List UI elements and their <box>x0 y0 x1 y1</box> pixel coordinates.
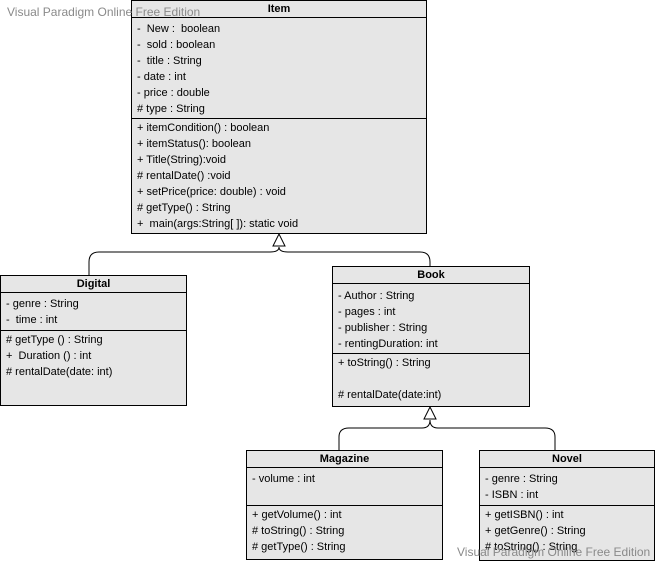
attribute: - price : double <box>137 87 210 99</box>
attributes-section: - genre : String - time : int <box>1 293 186 331</box>
operation: + setPrice(price: double) : void <box>137 186 286 198</box>
attribute: - volume : int <box>252 473 315 485</box>
attribute: - publisher : String <box>338 322 428 334</box>
class-name: Novel <box>480 451 654 468</box>
operation: + itemStatus(): boolean <box>137 138 252 150</box>
operation: + main(args:String[ ]): static void <box>137 218 299 230</box>
operation: # getType() : String <box>137 202 231 214</box>
operation: # getType () : String <box>6 334 103 346</box>
operation: # rentalDate(date:int) <box>338 389 442 401</box>
item-class[interactable]: Item - New : boolean - sold : boolean - … <box>131 0 427 234</box>
operation: + itemCondition() : boolean <box>137 122 270 134</box>
operation: + toString() : String <box>338 357 431 369</box>
watermark-bottom: Visual Paradigm Online Free Edition <box>457 545 651 559</box>
attribute: # type : String <box>137 103 205 115</box>
attribute: - ISBN : int <box>485 489 539 501</box>
digital-to-item-link <box>88 246 280 275</box>
digital-class[interactable]: Digital - genre : String - time : int # … <box>0 275 187 406</box>
operation: # rentalDate() :void <box>137 170 231 182</box>
operation: + Duration () : int <box>6 350 92 362</box>
book-to-item-link <box>278 246 431 266</box>
attribute: - sold : boolean <box>137 39 216 51</box>
class-name: Digital <box>1 276 186 293</box>
operations-section: + getVolume() : int # toString() : Strin… <box>247 506 442 555</box>
operation: # getType() : String <box>252 541 346 553</box>
attributes-section: - Author : String - pages : int - publis… <box>333 284 529 354</box>
magazine-to-book-link <box>338 419 431 450</box>
operation: + getISBN() : int <box>485 509 564 521</box>
attribute: - time : int <box>6 314 58 326</box>
novel-to-book-link <box>429 419 556 450</box>
attribute: - New : boolean <box>137 23 221 35</box>
attribute: - date : int <box>137 71 186 83</box>
book-generalization-arrowhead <box>423 405 437 420</box>
attribute: - genre : String <box>485 473 558 485</box>
class-name: Magazine <box>247 451 442 468</box>
operation: # toString() : String <box>252 525 345 537</box>
operation: + Title(String):void <box>137 154 226 166</box>
operations-section: + itemCondition() : boolean + itemStatus… <box>132 119 426 232</box>
book-class[interactable]: Book - Author : String - pages : int - p… <box>332 266 530 407</box>
operation-spacer <box>338 371 529 387</box>
operations-section: + toString() : String # rentalDate(date:… <box>333 354 529 403</box>
attribute: - genre : String <box>6 298 79 310</box>
attributes-section: - New : boolean - sold : boolean - title… <box>132 18 426 119</box>
operation: + getGenre() : String <box>485 525 586 537</box>
attributes-section: - volume : int <box>247 468 442 506</box>
attribute: - rentingDuration: int <box>338 338 438 350</box>
operations-section: # getType () : String + Duration () : in… <box>1 331 186 380</box>
attribute: - Author : String <box>338 290 415 302</box>
magazine-class[interactable]: Magazine - volume : int + getVolume() : … <box>246 450 443 560</box>
attributes-section: - genre : String - ISBN : int <box>480 468 654 506</box>
operation: # toString() : String <box>485 541 578 553</box>
class-name: Book <box>333 267 529 284</box>
class-name: Item <box>132 1 426 18</box>
operation: # rentalDate(date: int) <box>6 366 113 378</box>
operations-section: + getISBN() : int + getGenre() : String … <box>480 506 654 555</box>
item-generalization-arrowhead <box>272 232 286 247</box>
operation: + getVolume() : int <box>252 509 342 521</box>
attribute: - pages : int <box>338 306 396 318</box>
attribute: - title : String <box>137 55 202 67</box>
watermark-top: Visual Paradigm Online Free Edition <box>7 5 201 19</box>
